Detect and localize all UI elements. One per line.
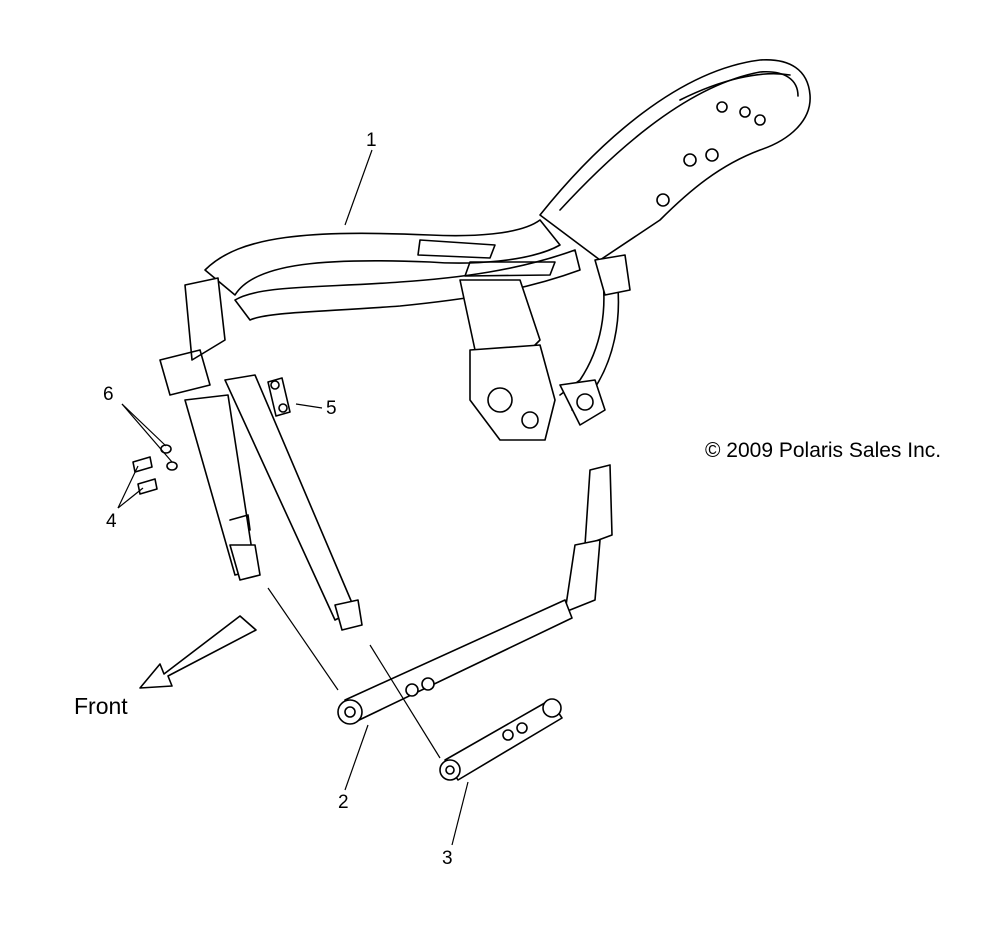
callout-6: 6 <box>103 384 114 405</box>
side-bar-part-3 <box>439 698 563 781</box>
bracket-part-5 <box>267 377 291 417</box>
front-label: Front <box>74 693 128 719</box>
callout-5: 5 <box>326 398 337 419</box>
callout-4: 4 <box>106 511 117 532</box>
copyright-notice: © 2009 Polaris Sales Inc. <box>705 439 941 462</box>
bolts-part-4 <box>132 456 158 495</box>
washers-part-6 <box>160 444 178 471</box>
callout-2: 2 <box>338 792 349 813</box>
callout-1: 1 <box>366 130 377 151</box>
main-frame <box>159 59 811 631</box>
front-arrow-icon <box>139 615 257 689</box>
lower-rail-part-2 <box>337 464 613 725</box>
callout-3: 3 <box>442 848 453 869</box>
leader-lines <box>117 149 469 846</box>
